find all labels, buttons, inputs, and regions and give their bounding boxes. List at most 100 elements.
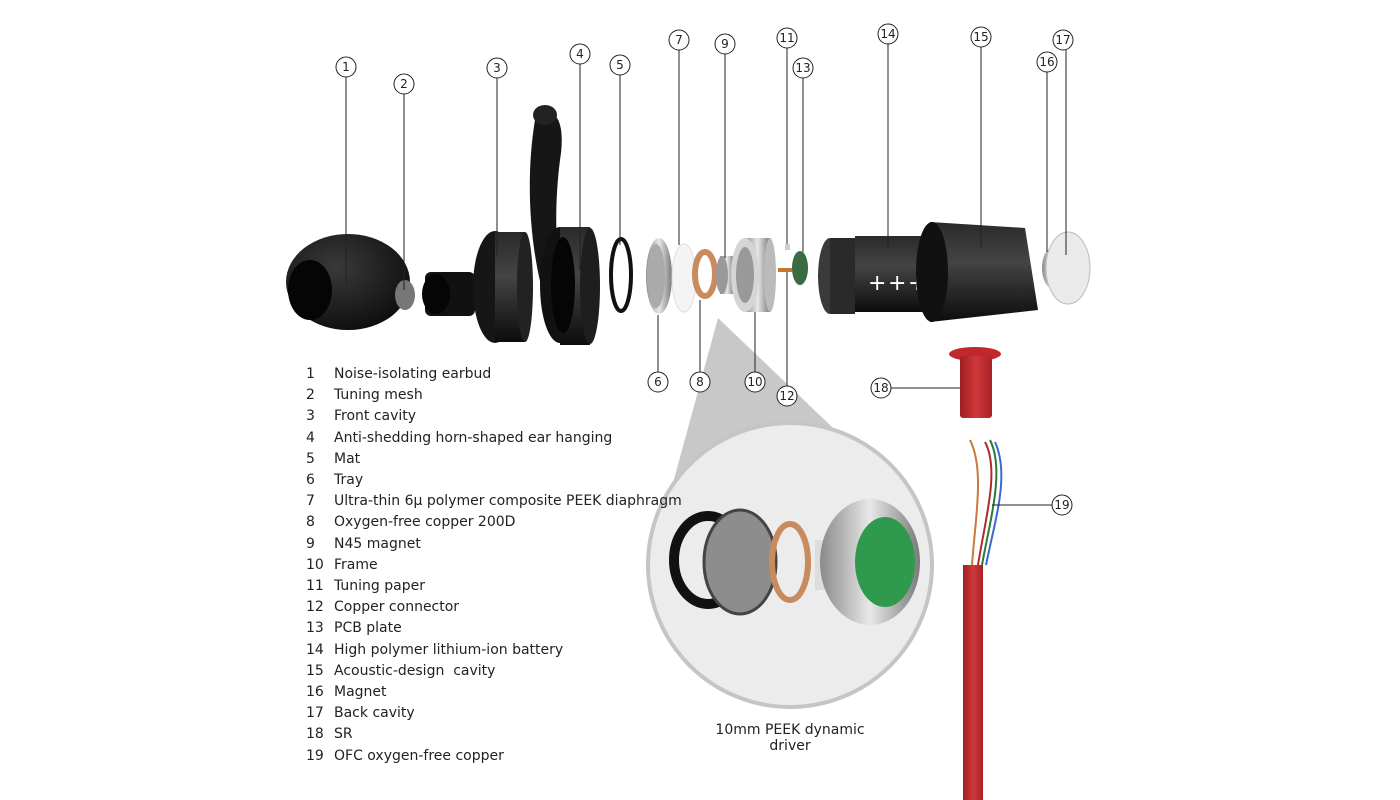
svg-text:13: 13	[795, 61, 810, 75]
frame-part	[731, 238, 776, 312]
pcb-plate-part	[792, 251, 808, 285]
n45-magnet-part	[716, 256, 734, 294]
svg-text:2: 2	[400, 77, 408, 91]
leader-lines	[345, 44, 1067, 506]
svg-text:19: 19	[1054, 498, 1069, 512]
zoomed-driver-illustration	[669, 499, 920, 625]
part-number: 2	[306, 387, 315, 404]
earbud-part	[286, 234, 410, 330]
svg-text:11: 11	[779, 31, 794, 45]
part-number: 4	[306, 429, 315, 446]
list-item: 12 Copper connector	[306, 597, 682, 618]
part-label: N45 magnet	[334, 535, 421, 552]
svg-text:8: 8	[696, 375, 704, 389]
list-item: 10 Frame	[306, 555, 682, 576]
svg-text:7: 7	[675, 33, 683, 47]
callout-11: 11	[776, 27, 798, 49]
callout-13: 13	[792, 57, 814, 79]
callout-10: 10	[744, 371, 766, 393]
part-label: Mat	[334, 450, 361, 467]
tray-part	[646, 238, 672, 314]
callout-8: 8	[689, 371, 711, 393]
part-label: Tray	[334, 472, 364, 489]
callout-3: 3	[486, 57, 508, 79]
callout-18: 18	[870, 377, 892, 399]
part-label: OFC oxygen-free copper	[334, 747, 504, 764]
callout-7: 7	[668, 29, 690, 51]
front-cavity-part	[422, 231, 533, 343]
svg-text:5: 5	[616, 58, 624, 72]
list-item: 11 Tuning paper	[306, 576, 682, 597]
part-number: 12	[306, 599, 324, 616]
part-number: 14	[306, 641, 324, 658]
ofc-cable-part	[963, 439, 1003, 800]
part-label: Anti-shedding horn-shaped ear hanging	[334, 429, 613, 446]
svg-text:14: 14	[880, 27, 895, 41]
part-label: Copper connector	[334, 599, 460, 616]
battery-mark: +	[888, 271, 906, 296]
part-number: 13	[306, 620, 324, 637]
acoustic-cavity-part	[916, 222, 1038, 322]
part-label: PCB plate	[334, 620, 402, 637]
magnifier-circle	[646, 421, 934, 709]
svg-text:6: 6	[654, 375, 662, 389]
svg-text:17: 17	[1055, 33, 1070, 47]
list-item: 18 SR	[306, 724, 682, 745]
part-number: 11	[306, 578, 324, 595]
callout-19: 19	[1051, 494, 1073, 516]
tuning-paper-part	[785, 244, 790, 250]
svg-text:16: 16	[1039, 55, 1054, 69]
part-number: 18	[306, 726, 324, 743]
svg-text:10: 10	[747, 375, 762, 389]
part-label: Front cavity	[334, 408, 417, 425]
part-label: Noise-isolating earbud	[334, 366, 492, 382]
part-label: High polymer lithium-ion battery	[334, 641, 564, 658]
part-number: 3	[306, 408, 315, 425]
part-label: Tuning mesh	[334, 387, 423, 404]
sr-part	[949, 347, 1001, 418]
svg-text:18: 18	[873, 381, 888, 395]
svg-text:15: 15	[973, 30, 988, 44]
callout-6: 6	[647, 371, 669, 393]
part-label: Frame	[334, 556, 378, 573]
svg-text:12: 12	[779, 389, 794, 403]
driver-caption: 10mm PEEK dynamic driver	[715, 722, 865, 754]
callout-16: 16	[1036, 51, 1058, 73]
tuning-mesh-part	[395, 280, 415, 310]
list-item: 14 High polymer lithium-ion battery	[306, 640, 682, 661]
battery-part	[818, 236, 925, 314]
part-label: Ultra-thin 6μ polymer composite PEEK dia…	[334, 493, 682, 510]
callout-12: 12	[776, 385, 798, 407]
part-number: 10	[306, 556, 324, 573]
list-item: 19 OFC oxygen-free copper	[306, 746, 682, 767]
part-number: 19	[306, 747, 324, 764]
svg-text:4: 4	[576, 47, 584, 61]
callout-4: 4	[569, 43, 591, 65]
part-label: SR	[334, 726, 353, 743]
part-number: 6	[306, 472, 315, 489]
svg-text:3: 3	[493, 61, 501, 75]
list-item: 13 PCB plate	[306, 618, 682, 639]
part-number: 7	[306, 493, 315, 510]
back-cavity-part	[1045, 231, 1091, 305]
part-number: 5	[306, 450, 315, 467]
part-label: Tuning paper	[334, 578, 425, 595]
copper-connector-part	[778, 268, 792, 272]
ear-hanging-part	[529, 105, 600, 345]
list-item: 6 Tray	[306, 470, 682, 491]
part-number: 8	[306, 514, 315, 531]
mat-part	[609, 237, 633, 313]
list-item: 2 Tuning mesh	[306, 385, 682, 406]
list-item: 3 Front cavity	[306, 406, 682, 427]
copper-coil-part	[692, 249, 718, 299]
callout-2: 2	[393, 73, 415, 95]
callout-17: 17	[1052, 29, 1074, 51]
callout-1: 1	[335, 56, 357, 78]
